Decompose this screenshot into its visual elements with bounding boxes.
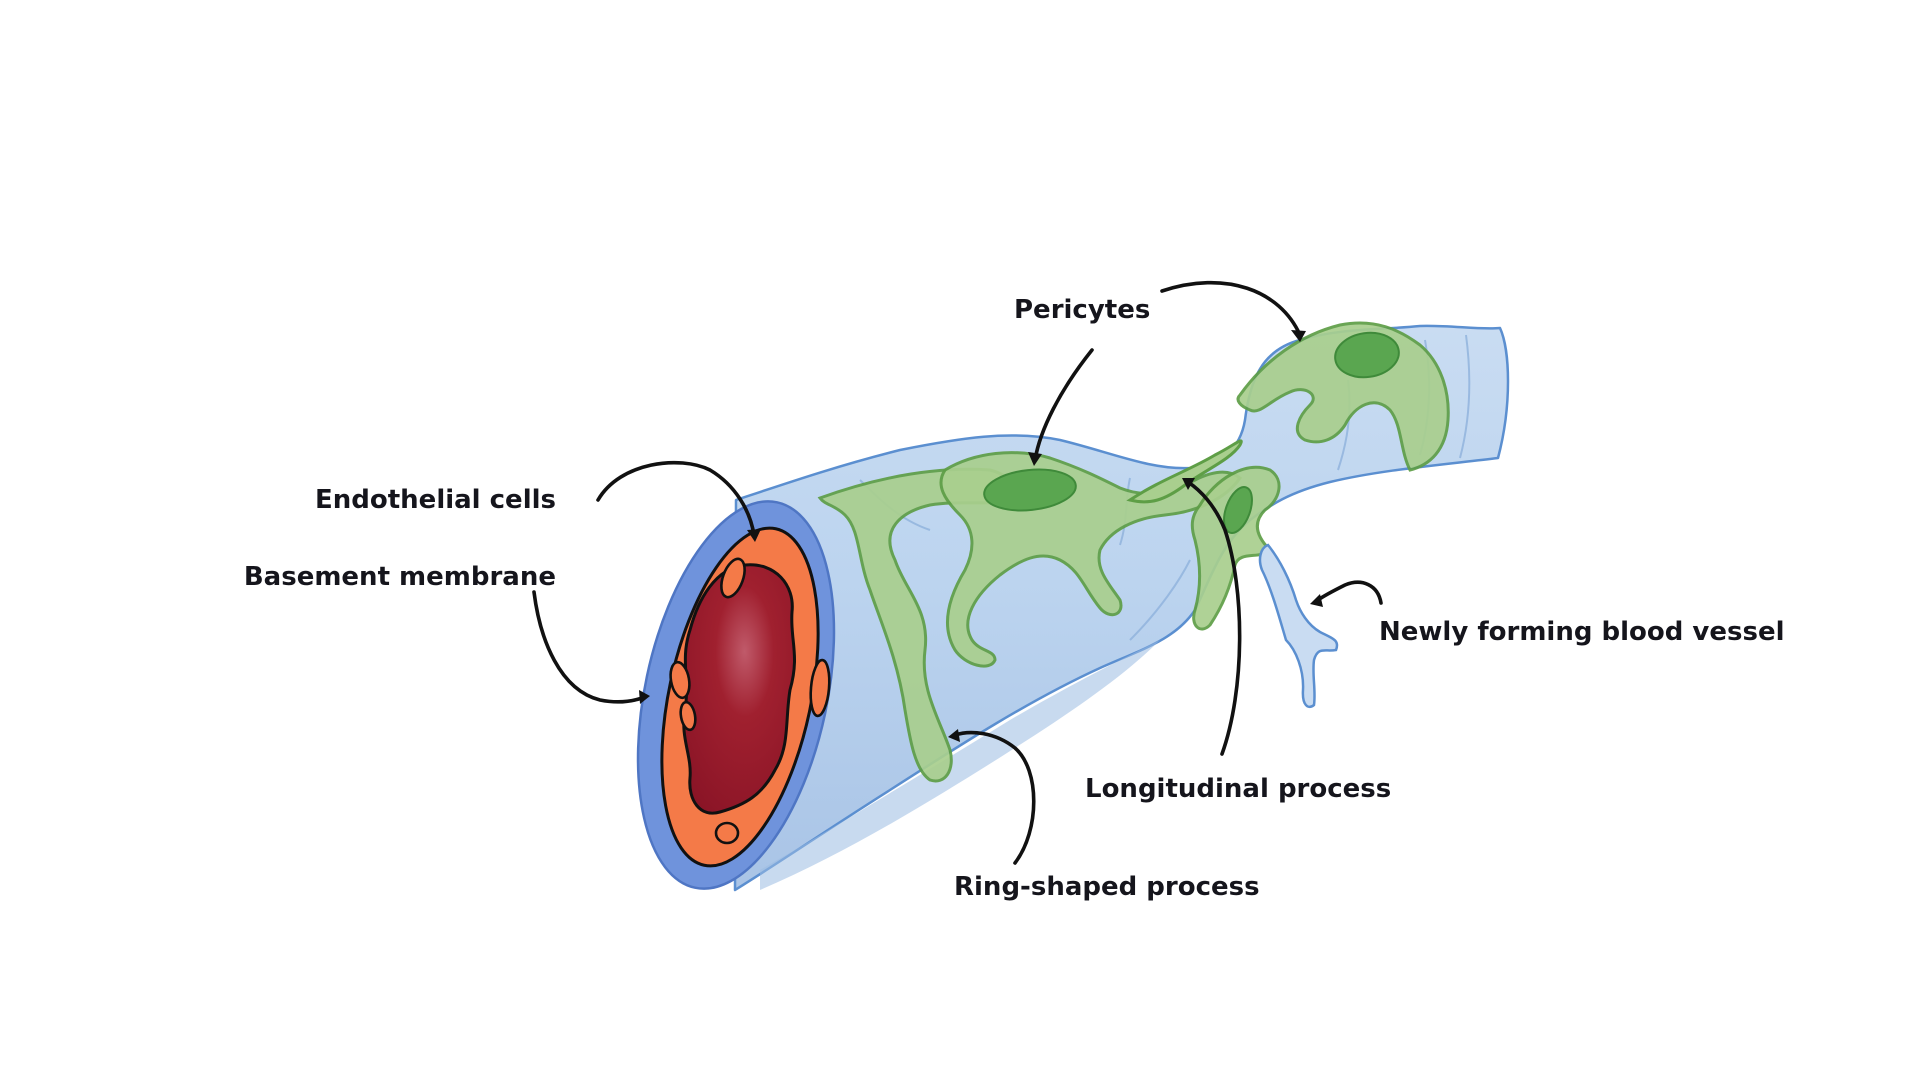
lumen bbox=[682, 563, 796, 815]
label-newly-forming-vessel: Newly forming blood vessel bbox=[1379, 617, 1785, 647]
pericyte-nucleus-3 bbox=[1334, 331, 1400, 379]
label-ring-shaped-process: Ring-shaped process bbox=[954, 872, 1260, 902]
pericyte-nucleus-1 bbox=[983, 468, 1077, 512]
blood-vessel bbox=[636, 324, 1510, 892]
curved-arrow-icon bbox=[1291, 330, 1306, 342]
leader-lines bbox=[532, 280, 1383, 865]
leader-basement-membrane bbox=[532, 590, 644, 704]
longitudinal-process bbox=[1126, 439, 1243, 504]
label-basement-membrane: Basement membrane bbox=[244, 562, 556, 592]
leader-longitudinal-process bbox=[1186, 480, 1242, 756]
curved-arrow-icon bbox=[1028, 452, 1042, 466]
label-pericytes: Pericytes bbox=[1014, 295, 1150, 325]
label-endothelial-cells: Endothelial cells bbox=[315, 485, 556, 515]
leader-endothelial-cells bbox=[596, 460, 756, 537]
endothelial-nuclei bbox=[669, 557, 831, 845]
leader-pericytes-right bbox=[1160, 280, 1302, 337]
label-longitudinal-process: Longitudinal process bbox=[1085, 774, 1391, 804]
pericyte-nucleus-2 bbox=[1223, 486, 1253, 534]
vessel-underside-shadow bbox=[760, 640, 1160, 890]
leader-pericytes-left bbox=[1033, 348, 1094, 462]
curved-arrow-icon bbox=[747, 529, 761, 542]
curved-arrow-icon bbox=[1182, 478, 1195, 490]
newly-forming-vessel-sprout bbox=[1258, 543, 1339, 709]
labels: Pericytes Endothelial cells Basement mem… bbox=[244, 295, 1785, 902]
curved-arrow-icon bbox=[639, 690, 650, 704]
leader-newly-forming-vessel bbox=[1316, 580, 1383, 605]
curved-arrow-icon bbox=[948, 729, 960, 742]
leader-ring-shaped-process bbox=[953, 730, 1036, 865]
pericytes bbox=[817, 321, 1450, 783]
curved-arrow-icon bbox=[1310, 594, 1323, 607]
